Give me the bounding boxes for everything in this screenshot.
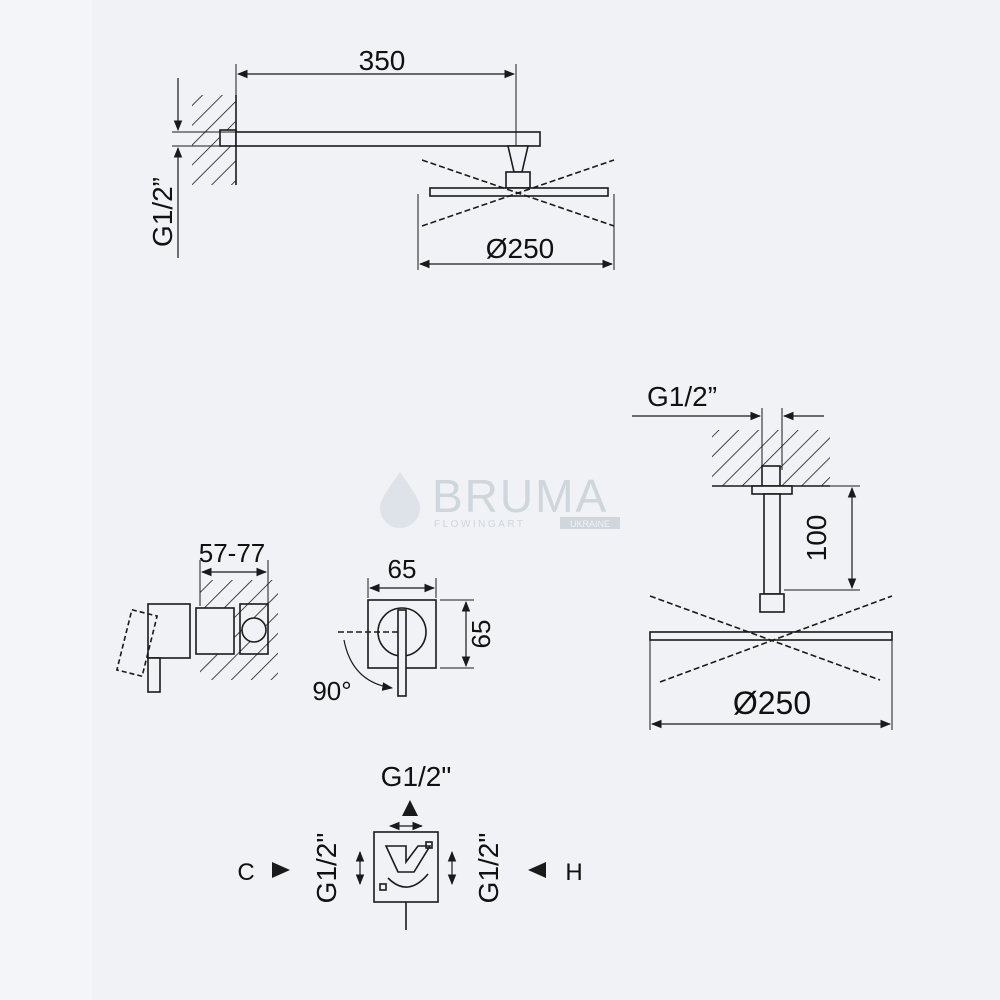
hot-inlet-arrow-icon [528, 862, 546, 878]
arm-length-label: 350 [359, 45, 406, 76]
mixer-side-view [115, 560, 278, 693]
valve-screw-right [425, 841, 433, 849]
watermark: BRUMA FLOWINGART UKRAINE [380, 470, 620, 530]
rotation-angle-label: 90° [312, 676, 351, 706]
ceiling-fitting [761, 465, 781, 487]
valve-diverter [384, 845, 432, 873]
rotation-arc [343, 639, 394, 691]
ceiling-pipe [763, 493, 781, 595]
watermark-region-badge [560, 517, 620, 529]
cold-inlet-arrow-icon [272, 862, 290, 878]
ceiling-head-top [649, 631, 893, 641]
watermark-region: UKRAINE [570, 519, 610, 529]
wall-thread-label: G1/2” [147, 177, 178, 247]
hot-thread-label: G1/2" [473, 833, 504, 904]
watermark-brand: BRUMA [432, 470, 608, 522]
ceiling-tilt-line-2 [659, 595, 893, 683]
hot-label: H [565, 859, 582, 886]
mixer-body [195, 607, 235, 655]
ceiling-flange [751, 485, 793, 495]
valve-screw-left [379, 883, 387, 891]
head-ball-joint [505, 171, 531, 189]
ceiling-shower-view [632, 408, 893, 730]
shower-arm [235, 131, 541, 147]
mixer-lever-handle [147, 657, 161, 693]
ceiling-thread-label: G1/2” [647, 381, 717, 412]
outlet-thread-label: G1/2" [381, 761, 452, 792]
wall-head-diameter-label: Ø250 [486, 233, 555, 264]
cold-thread-label: G1/2" [311, 833, 342, 904]
mixer-lever-base [147, 603, 191, 659]
mixer-valve-housing [239, 603, 269, 655]
valve-flow-path [387, 873, 429, 888]
depth-range-label: 57-77 [199, 538, 266, 568]
cold-label: C [237, 859, 254, 886]
head-tilt-line-2 [421, 159, 615, 227]
outlet-arrow-icon [402, 800, 418, 816]
mixer-front-view [338, 578, 474, 697]
mixer-front-lever [397, 609, 407, 697]
drop-length-label: 100 [801, 515, 832, 562]
wall-shower-view [172, 64, 615, 270]
plate-width-label: 65 [388, 554, 417, 584]
mixer-cartridge [241, 617, 267, 643]
connection-schematic [355, 821, 457, 930]
ceiling-tilt-line-1 [649, 595, 881, 681]
watermark-tagline: FLOWINGART [434, 519, 525, 530]
ceiling-ball-joint [759, 593, 785, 613]
mixer-lever-open-position [115, 608, 159, 678]
droplet-icon [380, 472, 420, 528]
plate-height-label: 65 [466, 620, 496, 649]
ceiling-head-diameter-label: Ø250 [733, 685, 811, 721]
